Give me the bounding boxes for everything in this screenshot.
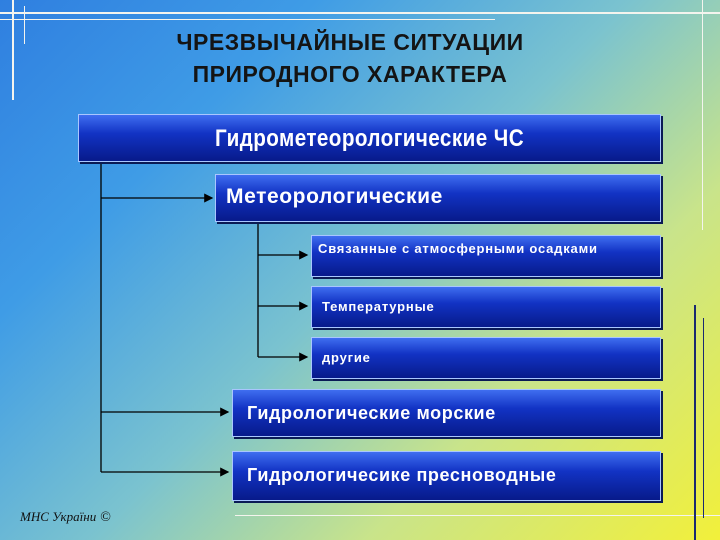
decor-line-left-2 — [24, 6, 25, 44]
node-hydrological-sea: Гидрологические морские — [232, 389, 661, 437]
node-temperature-label: Температурные — [322, 299, 435, 314]
decor-line-left — [12, 0, 14, 100]
decor-line-bottom — [235, 515, 720, 516]
decor-line-top-2 — [0, 19, 495, 20]
node-hydrometeorological: Гидрометеорологические ЧС — [78, 114, 661, 162]
node-precipitation: Связанные с атмосферными осадками — [311, 235, 661, 277]
decor-line-right-dark — [694, 305, 696, 540]
decor-line-right-dark-2 — [703, 318, 704, 518]
node-hydrological-fresh: Гидрологичесике пресноводные — [232, 451, 661, 501]
copyright-icon: © — [100, 510, 111, 525]
footer-credit: МНС України© — [20, 509, 111, 526]
node-other-label: другие — [322, 350, 371, 365]
title-line-1: ЧРЕЗВЫЧАЙНЫЕ СИТУАЦИИ — [176, 29, 524, 55]
node-hydrological-fresh-label: Гидрологичесике пресноводные — [247, 465, 557, 485]
decor-line-right — [702, 0, 703, 230]
node-other: другие — [311, 337, 661, 379]
footer-org: МНС України — [20, 509, 97, 524]
node-hydrometeorological-label: Гидрометеорологические ЧС — [214, 125, 525, 152]
decor-line-top — [0, 12, 720, 14]
node-hydrological-sea-label: Гидрологические морские — [247, 403, 496, 423]
node-meteorological: Метеорологические — [215, 174, 661, 222]
node-precipitation-label: Связанные с атмосферными осадками — [318, 241, 598, 256]
page-title: ЧРЕЗВЫЧАЙНЫЕ СИТУАЦИИ ПРИРОДНОГО ХАРАКТЕ… — [120, 26, 580, 90]
node-temperature: Температурные — [311, 286, 661, 328]
node-meteorological-label: Метеорологические — [226, 185, 443, 208]
title-line-2: ПРИРОДНОГО ХАРАКТЕРА — [192, 61, 508, 87]
